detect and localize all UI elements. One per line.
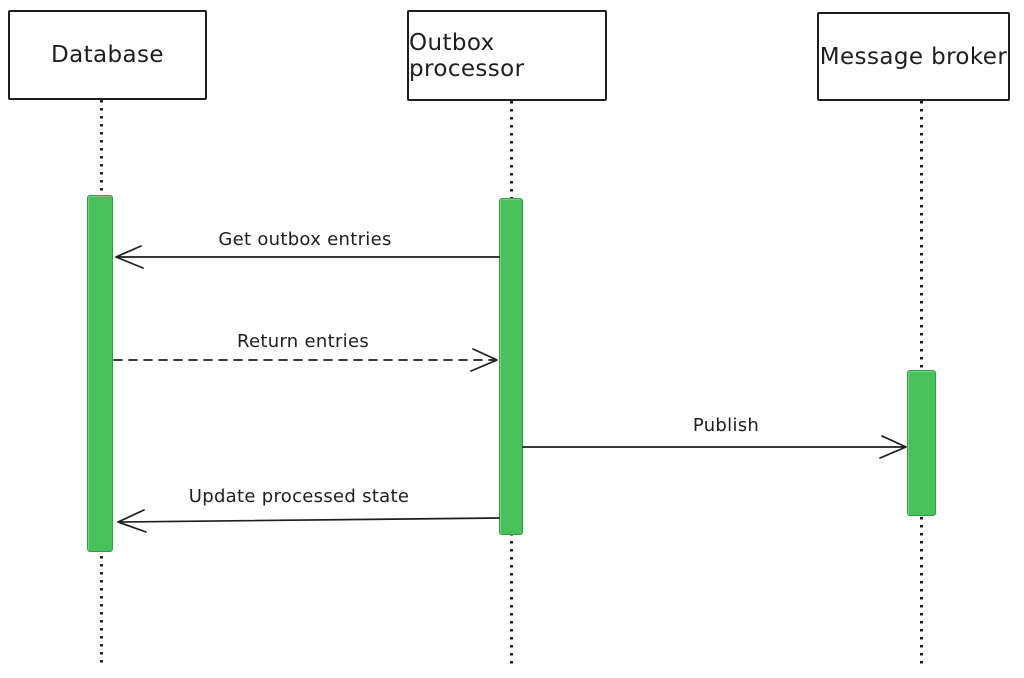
activation-bar-message-broker — [907, 370, 936, 516]
arrow-publish — [522, 435, 907, 459]
actor-box-outbox-processor: Outbox processor — [407, 10, 607, 101]
message-label-publish: Publish — [692, 415, 760, 436]
actor-label-database: Database — [51, 42, 164, 68]
message-label-update-processed-state: Update processed state — [188, 486, 410, 507]
arrow-return-entries — [113, 348, 498, 372]
arrow-update-processed-state — [117, 509, 500, 533]
actor-box-database: Database — [8, 10, 207, 100]
actor-box-message-broker: Message broker — [817, 12, 1010, 101]
actor-label-message-broker: Message broker — [819, 43, 1008, 70]
message-label-return-entries: Return entries — [236, 331, 370, 352]
actor-label-outbox-processor: Outbox processor — [409, 29, 525, 82]
activation-bar-outbox-processor — [499, 198, 523, 535]
message-label-get-outbox-entries: Get outbox entries — [218, 229, 392, 250]
activation-bar-database — [87, 195, 113, 552]
